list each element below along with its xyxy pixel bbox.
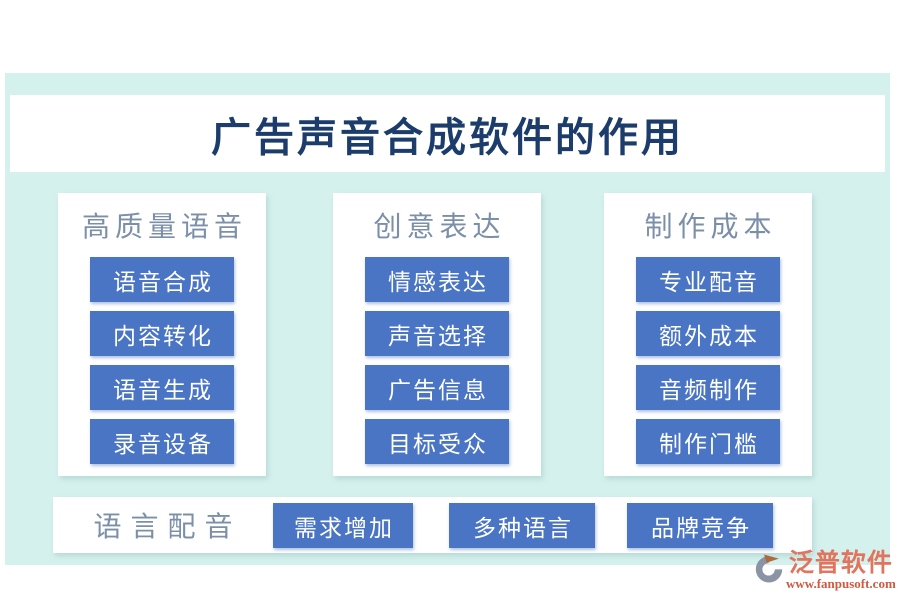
page-title: 广告声音合成软件的作用 [211,114,684,160]
footer-header: 语言配音 [93,512,242,543]
item-button[interactable]: 声音选择 [365,311,509,356]
column-header: 创意表达 [373,212,506,243]
column-card-quality: 高质量语音 语音合成 内容转化 语音生成 录音设备 [58,193,266,476]
item-button[interactable]: 音频制作 [636,365,780,410]
item-button[interactable]: 制作门槛 [636,419,780,464]
item-button[interactable]: 语音生成 [90,365,234,410]
item-button[interactable]: 多种语言 [449,503,595,548]
item-button[interactable]: 情感表达 [365,257,509,302]
item-button[interactable]: 需求增加 [273,503,413,548]
item-button[interactable]: 内容转化 [90,311,234,356]
item-button[interactable]: 语音合成 [90,257,234,302]
vendor-url[interactable]: www.fanpusoft.com [786,576,896,591]
item-button[interactable]: 品牌竞争 [627,503,773,548]
vendor-logo: 泛普软件 www.fanpusoft.com [754,550,896,596]
item-button[interactable]: 额外成本 [636,311,780,356]
column-header: 高质量语音 [81,212,247,243]
footer-card: 语言配音 需求增加 多种语言 品牌竞争 [53,497,812,553]
column-card-creativity: 创意表达 情感表达 声音选择 广告信息 目标受众 [333,193,541,476]
item-button[interactable]: 录音设备 [90,419,234,464]
item-button[interactable]: 专业配音 [636,257,780,302]
column-card-cost: 制作成本 专业配音 额外成本 音频制作 制作门槛 [604,193,812,476]
column-header: 制作成本 [644,212,777,243]
vendor-name: 泛普软件 [788,550,893,577]
fanpu-logo-icon [755,554,783,583]
title-banner: 广告声音合成软件的作用 [10,95,885,172]
item-button[interactable]: 广告信息 [365,365,509,410]
item-button[interactable]: 目标受众 [365,419,509,464]
